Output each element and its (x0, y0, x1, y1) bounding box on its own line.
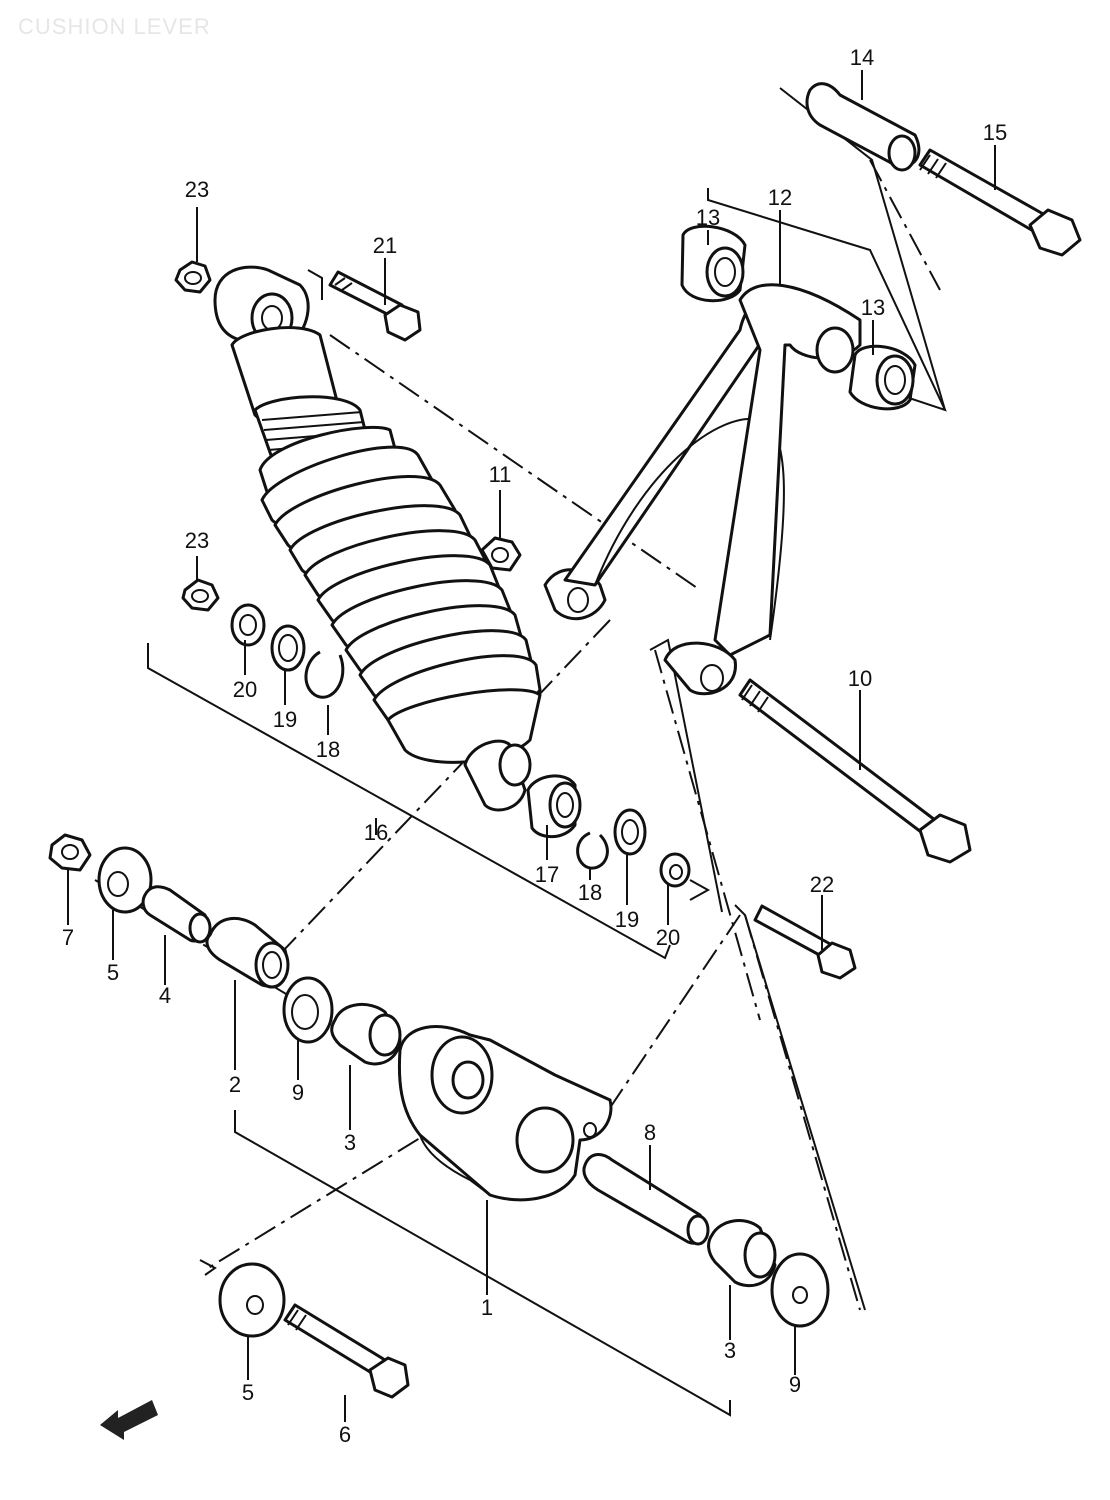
callout-10: 10 (848, 666, 872, 691)
callout-23: 23 (185, 177, 209, 202)
callout-6: 6 (339, 1422, 351, 1447)
seal-19-upper (270, 624, 306, 672)
callout-12: 12 (768, 185, 792, 210)
circlip-18-upper (304, 650, 345, 699)
callout-13: 13 (861, 295, 885, 320)
nut-23-upper (174, 260, 212, 294)
callout-22: 22 (810, 872, 834, 897)
shock-absorber-16 (213, 265, 542, 764)
callout-9: 9 (292, 1080, 304, 1105)
callout-20: 20 (656, 925, 680, 950)
seal-9-left (282, 976, 334, 1044)
circlip-18-lower (576, 831, 609, 870)
spacer-shock-lower (463, 739, 532, 812)
callout-21: 21 (373, 233, 397, 258)
bolt-10 (738, 678, 972, 864)
callout-17: 17 (535, 862, 559, 887)
callout-20: 20 (233, 677, 257, 702)
shaft-8 (582, 1153, 710, 1246)
nut-11 (480, 536, 522, 572)
callout-3: 3 (724, 1338, 736, 1363)
washer-5-upper (97, 846, 153, 914)
callout-7: 7 (62, 925, 74, 950)
callout-23: 23 (185, 528, 209, 553)
callout-13: 13 (696, 205, 720, 230)
spacer-14 (805, 82, 921, 172)
callout-16: 16 (364, 820, 388, 845)
washer-20-lower (659, 852, 691, 888)
callout-8: 8 (644, 1120, 656, 1145)
callout-2: 2 (229, 1072, 241, 1097)
bearing-3-right (707, 1219, 777, 1288)
callout-4: 4 (159, 983, 171, 1008)
callout-11: 11 (489, 462, 512, 487)
callout-labels: 1 2 3 3 3 4 5 5 6 7 8 9 9 10 11 12 13 13… (62, 45, 1007, 1447)
callout-19: 19 (273, 707, 297, 732)
callout-14: 14 (850, 45, 874, 70)
callout-1: 1 (481, 1295, 493, 1320)
page-title: CUSHION LEVER (18, 14, 211, 39)
bolt-22 (753, 904, 857, 980)
seal-19-lower (613, 808, 647, 856)
collar-4 (141, 885, 212, 944)
bearing-13-left (680, 224, 747, 303)
callout-5: 5 (107, 960, 119, 985)
bolt-6 (283, 1303, 410, 1399)
front-arrow-icon (100, 1400, 158, 1440)
bearing-2 (205, 916, 290, 989)
cushion-rod-12 (543, 283, 862, 696)
assembly-lines (94, 87, 947, 1417)
callout-3: 3 (344, 1130, 356, 1155)
bearing-3-left (330, 1002, 402, 1066)
bushing-20-upper (230, 603, 266, 647)
callout-18: 18 (316, 737, 340, 762)
callout-18: 18 (578, 880, 602, 905)
callout-9: 9 (789, 1372, 801, 1397)
callout-5: 5 (242, 1380, 254, 1405)
nut-23-lower (181, 578, 220, 612)
bearing-17 (526, 774, 582, 839)
bearing-13-right (848, 344, 917, 411)
washer-9-right (770, 1252, 830, 1328)
leader-lines (67, 70, 996, 1422)
callout-15: 15 (983, 120, 1007, 145)
bolt-15 (918, 148, 1082, 257)
callout-19: 19 (615, 907, 639, 932)
washer-5-lower (218, 1262, 286, 1338)
cushion-lever-1 (397, 1025, 613, 1202)
bolt-21 (328, 270, 422, 342)
nut-7 (48, 833, 92, 872)
